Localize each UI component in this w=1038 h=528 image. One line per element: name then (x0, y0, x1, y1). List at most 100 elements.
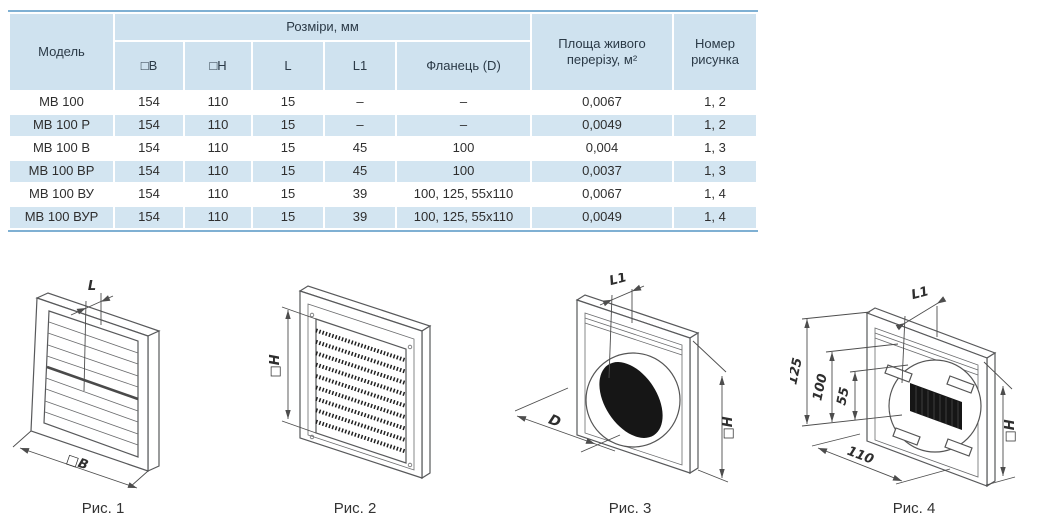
cell-l1: 39 (325, 207, 395, 228)
cell-flange: – (397, 115, 530, 136)
cell-h: 110 (185, 184, 251, 205)
dimension-L: L (70, 279, 114, 392)
header-col-l: L (253, 42, 323, 90)
figure-2-drawing: □H (268, 285, 432, 480)
figure-1-caption: Рис. 1 (81, 500, 125, 517)
fig4-dim-label-55: 55 (834, 386, 852, 407)
cell-l: 15 (253, 161, 323, 182)
table-row: МВ 100 ВР 154 110 15 45 100 0,0037 1, 3 (10, 161, 756, 182)
dimension-100: 100 (810, 343, 899, 422)
cell-model: МВ 100 ВУР (10, 207, 113, 228)
fig4-dim-label-125: 125 (790, 356, 806, 386)
dimension-D: D (515, 387, 621, 453)
cell-l: 15 (253, 115, 323, 136)
cell-flange: 100 (397, 138, 530, 159)
fig1-dim-label-L: L (88, 279, 96, 294)
cell-flange: 100 (397, 161, 530, 182)
cell-h: 110 (185, 138, 251, 159)
header-figure: Номер рисунка (674, 14, 756, 90)
grille-frame (30, 292, 161, 472)
grille-frame (298, 285, 432, 480)
cell-b: 154 (115, 138, 183, 159)
cell-figure: 1, 2 (674, 115, 756, 136)
cell-figure: 1, 4 (674, 207, 756, 228)
figure-4-drawing: 125 100 55 110 (790, 284, 1018, 488)
fig2-dim-label-H: □H (268, 354, 283, 377)
cell-h: 110 (185, 207, 251, 228)
cell-l1: 45 (325, 161, 395, 182)
figure-3-caption: Рис. 3 (608, 500, 652, 517)
cell-b: 154 (115, 92, 183, 113)
header-area: Площа живого перерізу, м² (532, 14, 672, 90)
cell-area: 0,004 (532, 138, 672, 159)
cell-l1: – (325, 92, 395, 113)
cell-area: 0,0067 (532, 92, 672, 113)
cell-model: МВ 100 Р (10, 115, 113, 136)
dimension-110: 110 (811, 433, 951, 485)
fig3-dim-label-H: □H (721, 416, 736, 439)
cell-area: 0,0037 (532, 161, 672, 182)
cell-l: 15 (253, 138, 323, 159)
cell-b: 154 (115, 207, 183, 228)
header-model: Модель (10, 14, 113, 90)
header-row-sub: □B □H L L1 Фланець (D) (10, 42, 756, 90)
dimension-H: □H (983, 361, 1018, 486)
table-row: МВ 100 Р 154 110 15 – – 0,0049 1, 2 (10, 115, 756, 136)
figure-2-caption: Рис. 2 (333, 500, 377, 517)
dimension-L1: L1 (895, 284, 947, 384)
cell-h: 110 (185, 115, 251, 136)
screws (309, 312, 413, 468)
header-col-b: □B (115, 42, 183, 90)
mesh-panel (315, 328, 407, 454)
cell-flange: 100, 125, 55x110 (397, 184, 530, 205)
figure-3: L1 D □H Рис. 3 (515, 273, 745, 517)
cell-model: МВ 100 (10, 92, 113, 113)
dimension-B: □B (12, 430, 149, 489)
figure-1-drawing: L □B (12, 279, 161, 489)
fig4-dim-label-110: 110 (845, 444, 876, 468)
figure-2: □H Рис. 2 (252, 273, 458, 517)
cell-figure: 1, 3 (674, 138, 756, 159)
figure-4-caption: Рис. 4 (892, 500, 936, 517)
cell-l: 15 (253, 92, 323, 113)
table-row: МВ 100 ВУР 154 110 15 39 100, 125, 55x11… (10, 207, 756, 228)
header-col-flange: Фланець (D) (397, 42, 530, 90)
cell-model: МВ 100 ВУ (10, 184, 113, 205)
dimension-H: □H (692, 340, 736, 483)
cell-area: 0,0067 (532, 184, 672, 205)
cell-l1: – (325, 115, 395, 136)
figure-4: 125 100 55 110 (790, 273, 1038, 517)
cell-b: 154 (115, 115, 183, 136)
cell-b: 154 (115, 184, 183, 205)
cell-h: 110 (185, 161, 251, 182)
cell-figure: 1, 3 (674, 161, 756, 182)
cell-flange: – (397, 92, 530, 113)
fig3-dim-label-D: D (546, 412, 563, 431)
fig4-dim-label-L1: L1 (910, 284, 931, 303)
fig4-dim-label-100: 100 (810, 372, 830, 402)
cell-l: 15 (253, 184, 323, 205)
figure-3-drawing: L1 D □H (515, 273, 736, 483)
fig3-dim-label-L1: L1 (608, 273, 629, 289)
table-row: МВ 100 В 154 110 15 45 100 0,004 1, 3 (10, 138, 756, 159)
dimension-H: □H (268, 306, 317, 434)
louvers (44, 321, 139, 446)
cell-model: МВ 100 В (10, 138, 113, 159)
cell-model: МВ 100 ВР (10, 161, 113, 182)
cell-l1: 39 (325, 184, 395, 205)
cell-flange: 100, 125, 55x110 (397, 207, 530, 228)
header-dimensions-group: Розміри, мм (115, 14, 530, 40)
header-col-l1: L1 (325, 42, 395, 90)
cell-h: 110 (185, 92, 251, 113)
cell-l1: 45 (325, 138, 395, 159)
figure-1: L □B Рис. 1 (0, 273, 206, 517)
table-row: МВ 100 ВУ 154 110 15 39 100, 125, 55x110… (10, 184, 756, 205)
fig1-dim-label-B: □B (64, 452, 90, 473)
cell-b: 154 (115, 161, 183, 182)
cell-figure: 1, 2 (674, 92, 756, 113)
cell-area: 0,0049 (532, 207, 672, 228)
dimension-L1: L1 (599, 273, 645, 379)
cell-area: 0,0049 (532, 115, 672, 136)
cell-l: 15 (253, 207, 323, 228)
